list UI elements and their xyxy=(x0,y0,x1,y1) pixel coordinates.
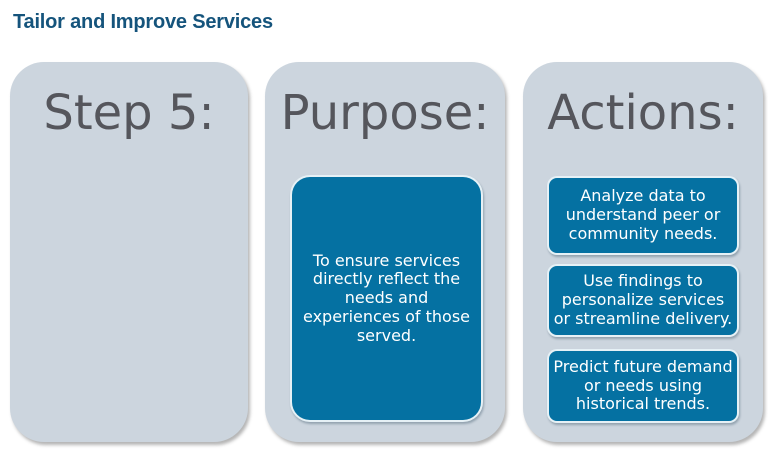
action-box-predict-demand: Predict future demand or needs using his… xyxy=(547,349,739,423)
purpose-box: To ensure services directly reflect the … xyxy=(290,175,483,422)
step-heading: Step 5: xyxy=(43,85,215,141)
panel-actions: Actions: Analyze data to understand peer… xyxy=(523,62,763,442)
panel-step: Step 5: xyxy=(10,62,248,442)
action-box-text: Analyze data to understand peer or commu… xyxy=(565,186,721,243)
action-box-text: Predict future demand or needs using his… xyxy=(553,356,733,414)
purpose-box-text: To ensure services directly reflect the … xyxy=(303,250,470,345)
action-box-use-findings: Use findings to personalize services or … xyxy=(547,264,739,337)
action-box-text: Use findings to personalize services or … xyxy=(553,271,733,328)
panel-purpose: Purpose: To ensure services directly ref… xyxy=(265,62,505,442)
actions-heading: Actions: xyxy=(547,85,739,141)
action-box-analyze-data: Analyze data to understand peer or commu… xyxy=(547,176,739,255)
page-title: Tailor and Improve Services xyxy=(13,11,273,33)
purpose-heading: Purpose: xyxy=(280,85,490,141)
